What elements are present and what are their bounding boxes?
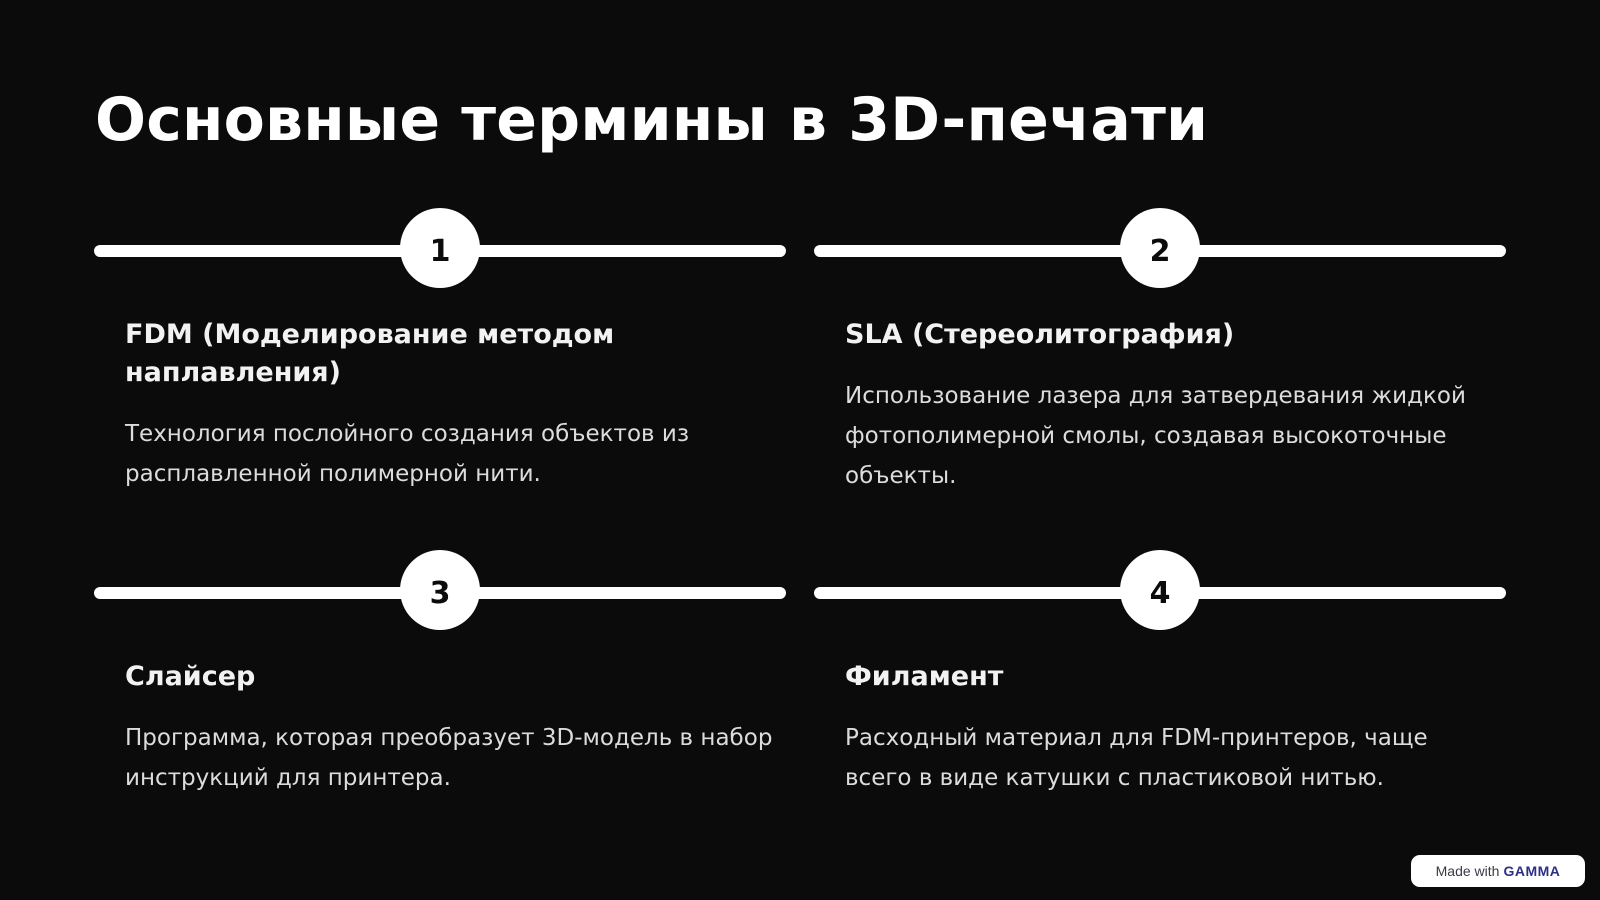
- term-card-4: 4 Филамент Расходный материал для FDM-пр…: [814, 550, 1506, 870]
- term-heading: Слайсер: [125, 661, 256, 692]
- number-badge: 2: [1120, 208, 1200, 288]
- term-description: Программа, которая преобразует 3D-модель…: [125, 725, 773, 791]
- term-description: Использование лазера для затвердевания ж…: [845, 383, 1466, 489]
- term-heading: SLA (Стереолитография): [845, 319, 1235, 350]
- term-heading: Филамент: [845, 661, 1004, 692]
- page-title: Основные термины в 3D-печати: [95, 85, 1209, 155]
- term-card-3: 3 Слайсер Программа, которая преобразует…: [94, 550, 786, 870]
- term-card-2: 2 SLA (Стереолитография) Использование л…: [814, 208, 1506, 528]
- term-heading: FDM (Моделирование методом наплавления): [125, 319, 615, 388]
- made-with-label: Made with: [1435, 863, 1500, 879]
- gamma-logo: GAMMA: [1503, 863, 1561, 879]
- made-with-gamma-badge[interactable]: Made with GAMMA: [1411, 855, 1585, 887]
- term-description: Технология послойного создания объектов …: [125, 421, 690, 487]
- number-badge: 1: [400, 208, 480, 288]
- number-badge: 4: [1120, 550, 1200, 630]
- number-badge: 3: [400, 550, 480, 630]
- term-description: Расходный материал для FDM-принтеров, ча…: [845, 725, 1428, 791]
- term-card-1: 1 FDM (Моделирование методом наплавления…: [94, 208, 786, 528]
